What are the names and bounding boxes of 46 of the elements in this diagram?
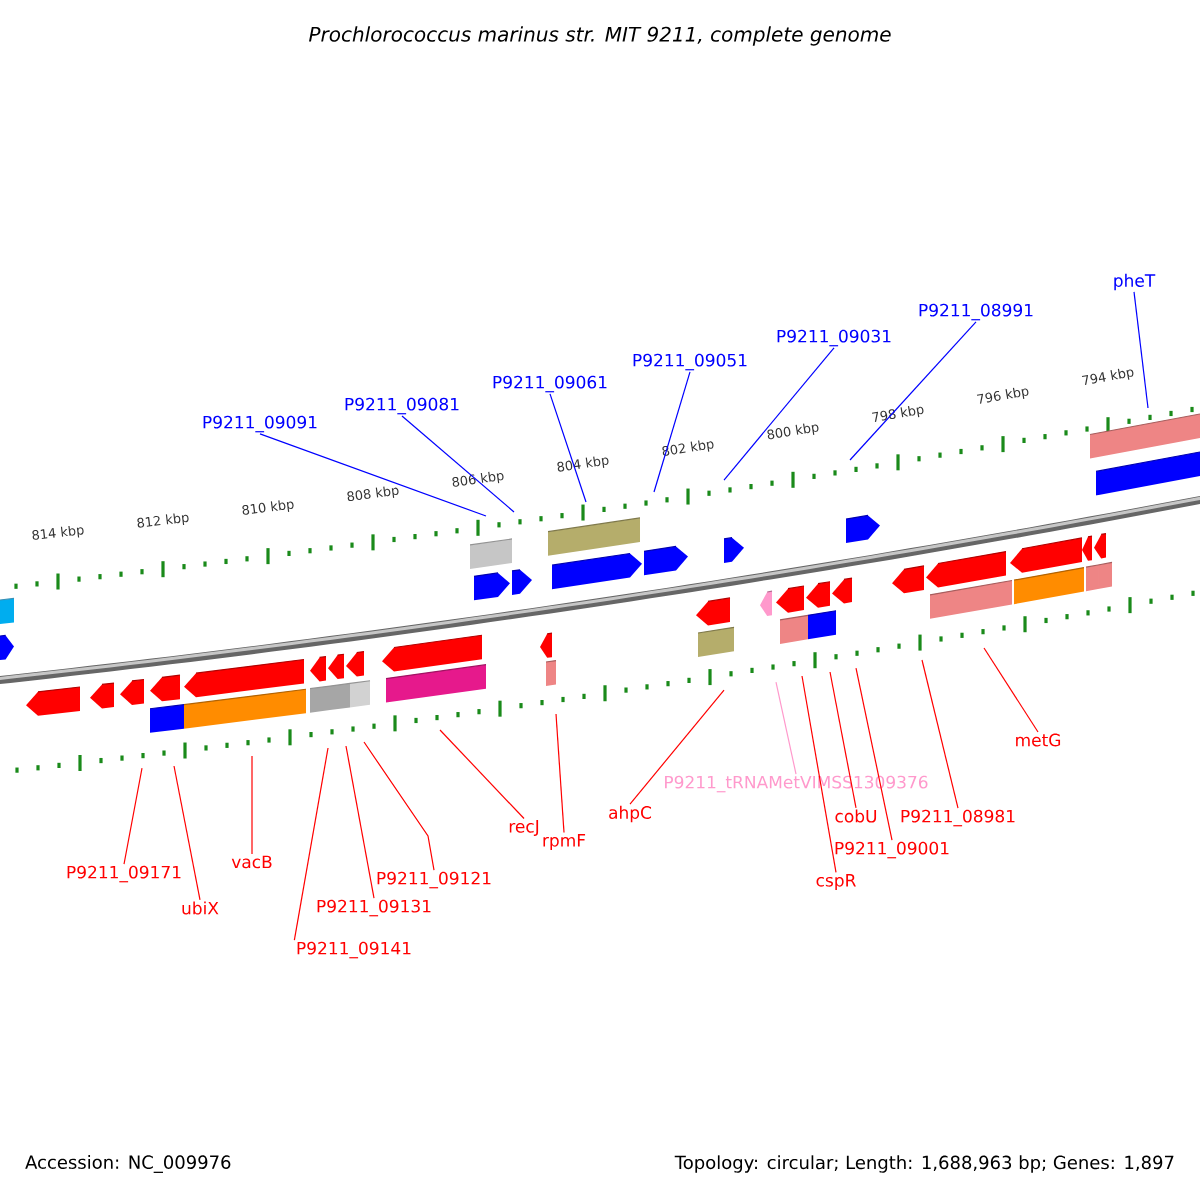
gene-label: P9211_09121: [374, 870, 494, 890]
leader-line: [363, 741, 435, 871]
title: Prochlorococcus marinus str. MIT 9211, complete genome: [309, 26, 891, 46]
gene-label: cspR: [814, 872, 858, 892]
leader-line: [653, 371, 691, 493]
gene-label: recJ: [507, 818, 541, 838]
leader-line: [921, 659, 959, 809]
leader-line: [439, 729, 525, 820]
leader-line: [983, 647, 1039, 733]
footer-text: Accession: NC_009976: [25, 1155, 231, 1173]
leader-line: [829, 671, 857, 809]
gene-label: vacB: [230, 854, 274, 870]
gene-label: P9211_09001: [832, 840, 952, 860]
leader-line: [629, 689, 725, 805]
gene-label: P9211_09031: [774, 328, 894, 348]
leader-line: [401, 415, 515, 513]
gene-label: P9211_09171: [64, 864, 184, 884]
footer-text: Topology: circular; Length: 1,688,963 bp; Genes: 1,897: [674, 1155, 1174, 1173]
gene-label: P9211_09091: [200, 414, 320, 434]
leader-line: [723, 347, 835, 481]
gene-label: P9211_09061: [490, 374, 610, 394]
leader-line: [345, 745, 375, 899]
gene-label: P9211_08981: [898, 808, 1018, 828]
leader-line: [855, 667, 893, 841]
gene-label: P9211_09131: [314, 898, 434, 918]
leader-line: [293, 747, 329, 941]
gene-label: P9211_09051: [630, 352, 750, 372]
gene-label: rpmF: [540, 832, 588, 852]
leader-line: [1133, 291, 1149, 409]
leader-line: [549, 393, 587, 503]
gene-label: metG: [1013, 732, 1063, 748]
gene-label: pheT: [1111, 272, 1157, 292]
gene-label: P9211_09141: [294, 940, 414, 960]
gene-label: cobU: [833, 808, 879, 824]
gene-label: ubiX: [179, 900, 221, 916]
leader-line: [251, 755, 253, 855]
leader-line: [775, 681, 797, 775]
gene-label: P9211_08991: [916, 302, 1036, 322]
leader-line: [123, 767, 143, 865]
leader-line: [173, 765, 201, 901]
gene-label: P9211_09081: [342, 396, 462, 416]
leader-line: [849, 321, 977, 461]
leader-line: [555, 713, 565, 834]
gene-label: ahpC: [606, 804, 654, 824]
leader-line: [801, 675, 837, 874]
leader-line: [259, 433, 487, 517]
